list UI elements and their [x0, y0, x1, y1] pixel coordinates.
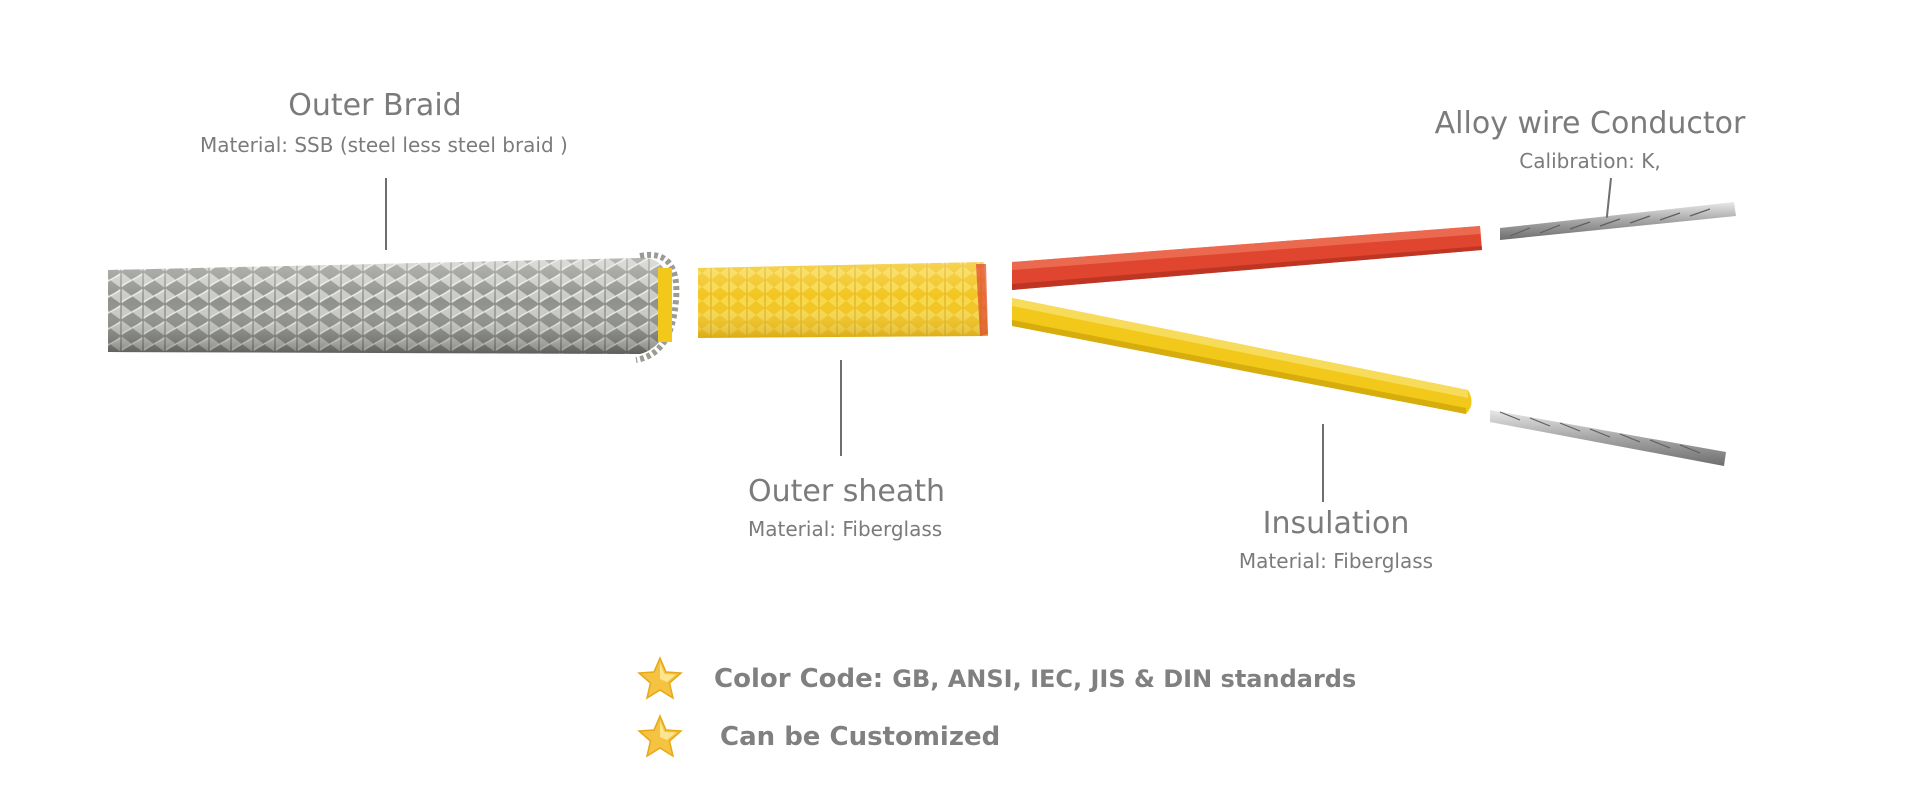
outer-braid-segment [108, 251, 680, 363]
outer-sheath-segment [698, 262, 988, 338]
outer-braid-label: Outer Braid Material: SSB (steel less st… [200, 88, 568, 158]
outer-sheath-material: Material: Fiberglass [748, 517, 943, 541]
outer-sheath-label: Outer sheath Material: Fiberglass [748, 474, 945, 542]
feature-color-code: Color Code: GB, ANSI, IEC, JIS & DIN sta… [636, 654, 1356, 704]
outer-braid-title: Outer Braid [288, 88, 462, 123]
outer-braid-leader-line [385, 178, 387, 250]
alloy-wire-lower [1490, 410, 1726, 466]
red-insulation-wire [1012, 226, 1482, 290]
conductor-calibration: Calibration: K, [1519, 149, 1661, 173]
alloy-wire-upper [1500, 202, 1736, 240]
outer-braid-material: Material: SSB (steel less steel braid ) [200, 133, 568, 157]
insulation-leader-line [1322, 424, 1324, 502]
feature-customized: Can be Customized [636, 712, 1000, 762]
conductor-label: Alloy wire Conductor Calibration: K, [1430, 106, 1750, 174]
color-code-text: Color Code: GB, ANSI, IEC, JIS & DIN sta… [714, 664, 1356, 694]
insulation-title: Insulation [1262, 506, 1410, 541]
star-icon [637, 656, 683, 700]
color-code-value: GB, ANSI, IEC, JIS & DIN standards [892, 665, 1357, 693]
outer-sheath-title: Outer sheath [748, 474, 945, 509]
color-code-prefix: Color Code: [714, 664, 884, 694]
conductor-title: Alloy wire Conductor [1434, 106, 1746, 141]
yellow-insulation-wire [1012, 298, 1472, 414]
insulation-material: Material: Fiberglass [1238, 549, 1434, 573]
customized-text: Can be Customized [720, 722, 1001, 752]
outer-sheath-leader-line [840, 360, 842, 456]
insulation-label: Insulation Material: Fiberglass [1236, 506, 1436, 574]
star-icon [637, 714, 683, 758]
